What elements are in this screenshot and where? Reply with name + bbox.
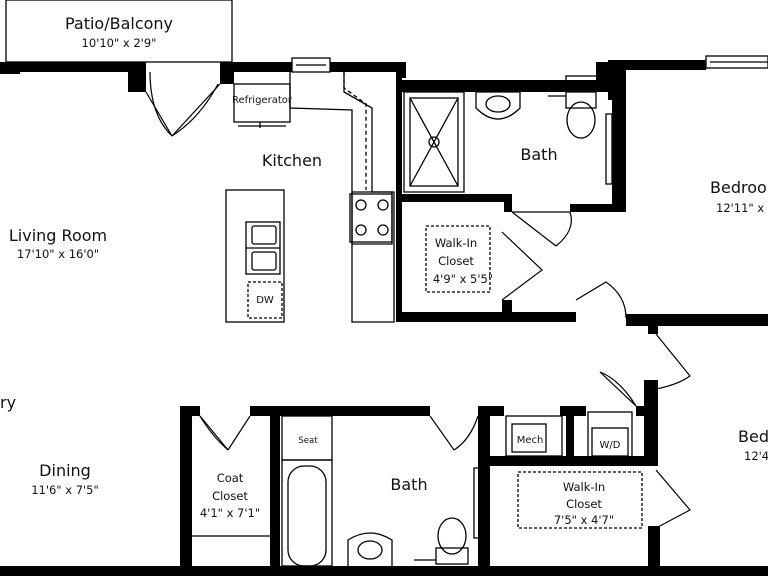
living-dims: 17'10" x 16'0"	[17, 247, 99, 261]
walkin1-dims: 4'9" x 5'5"	[433, 272, 493, 286]
bedroom1-dims: 12'11" x 1	[716, 201, 768, 215]
coat-name2: Closet	[212, 489, 248, 503]
bath2-name: Bath	[390, 475, 427, 494]
refrigerator-label: Refrigerator	[232, 95, 293, 106]
entry-fragment: ry	[0, 393, 16, 412]
dining-name: Dining	[39, 461, 91, 480]
dining-dims: 11'6" x 7'5"	[31, 483, 99, 497]
walkin2-name1: Walk-In	[563, 480, 605, 494]
coat-dims: 4'1" x 7'1"	[200, 506, 260, 520]
walkin2-dims: 7'5" x 4'7"	[554, 513, 614, 527]
walkin1-name2: Closet	[438, 254, 474, 268]
bedroom1-name: Bedroo	[710, 178, 767, 197]
doors	[145, 71, 691, 529]
bedroom2-name: Bed	[738, 427, 768, 446]
dw-label: DW	[256, 295, 274, 306]
walkin2-name2: Closet	[566, 497, 602, 511]
walkin1-name1: Walk-In	[435, 236, 477, 250]
patio-dims: 10'10" x 2'9"	[82, 36, 157, 50]
kitchen-name: Kitchen	[262, 151, 322, 170]
bedroom2-dims: 12'4	[744, 449, 768, 463]
coat-name1: Coat	[217, 471, 244, 485]
cabinetry	[5, 0, 768, 567]
mech-label: Mech	[517, 435, 544, 446]
room-labels: Patio/Balcony 10'10" x 2'9" Refrigerator…	[0, 14, 768, 527]
walls	[0, 60, 768, 576]
wd-label: W/D	[600, 440, 621, 451]
patio-name: Patio/Balcony	[65, 14, 173, 33]
seat-label: Seat	[298, 436, 318, 446]
living-name: Living Room	[9, 226, 107, 245]
bath1-name: Bath	[520, 145, 557, 164]
